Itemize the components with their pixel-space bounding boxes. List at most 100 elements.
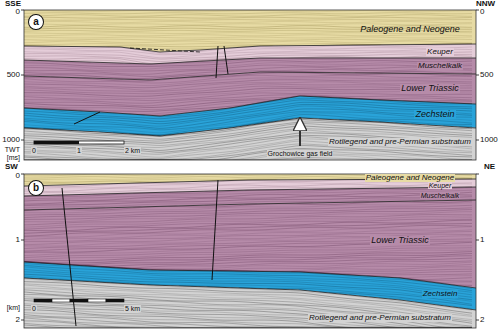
fault-line — [62, 188, 76, 326]
direction-label: SSE — [4, 0, 22, 8]
axis-tick-label: 500 — [6, 71, 21, 79]
direction-label: SW — [4, 163, 19, 171]
horizon-line — [24, 200, 476, 210]
fault-line — [74, 112, 100, 124]
fault-line — [21, 320, 24, 321]
seismic-reflector — [24, 15, 472, 17]
seismic-reflector — [24, 297, 472, 328]
seismic-reflector — [24, 282, 472, 314]
seismic-reflector — [24, 305, 472, 328]
axis-tick-label: 2 — [15, 316, 21, 324]
seismic-reflector — [24, 210, 472, 220]
panel-letter: a — [28, 14, 44, 30]
seismic-reflector — [24, 35, 472, 36]
seismic-reflector — [24, 130, 472, 148]
seismic-reflector — [24, 146, 472, 160]
horizon-line — [24, 118, 476, 136]
seismic-reflector — [24, 304, 472, 328]
panel-letter: b — [28, 180, 44, 196]
gas-field-arrow — [299, 124, 301, 146]
axis-tick-label: 2 — [479, 316, 485, 324]
fault-line — [21, 140, 24, 141]
seismic-reflector — [24, 73, 472, 82]
seismic-reflector — [24, 19, 472, 21]
layer-name: Lower Triassic — [370, 236, 429, 245]
seismic-reflector — [24, 10, 472, 11]
seismic-reflector — [24, 135, 472, 152]
fault-line — [476, 240, 479, 241]
panel-frame — [24, 174, 476, 328]
axis-unit: [km] — [6, 304, 21, 311]
scale-bar — [34, 141, 79, 144]
seismic-reflector — [24, 254, 472, 263]
seismic-reflector — [24, 13, 472, 14]
scale-label: 2 km — [124, 147, 141, 154]
fault-line — [130, 48, 200, 52]
fault-line — [21, 240, 24, 241]
horizon-line — [24, 58, 476, 64]
seismic-reflector — [24, 153, 472, 160]
seismic-reflector — [24, 84, 472, 92]
axis-tick-label: 500 — [479, 71, 494, 79]
layer-name: Paleogene and Neogene — [359, 25, 461, 34]
seismic-reflector — [24, 300, 472, 328]
layer-name: Rotliegend and pre-Permian substratum — [328, 138, 472, 146]
scale-label: 1 — [76, 147, 82, 154]
direction-label: NNW — [475, 0, 496, 8]
scale-bar — [88, 299, 106, 302]
axis-tick-label: 1 — [479, 236, 485, 244]
seismic-reflector — [24, 217, 472, 227]
scale-label: 0 — [31, 147, 37, 154]
fault-line — [216, 46, 218, 78]
seismic-reflector — [24, 17, 472, 19]
axis-tick-label: 0 — [479, 8, 485, 16]
seismic-reflector — [24, 315, 472, 328]
layer-name: Rotliegend and pre-Permian substratum — [308, 314, 452, 322]
seismic-reflector — [24, 47, 472, 55]
horizon-line — [24, 96, 476, 116]
axis-unit: [ms] — [6, 154, 21, 161]
axis-tick-label: 1000 — [1, 136, 21, 144]
axis-tick-label: 0 — [15, 8, 21, 16]
seismic-reflector — [24, 234, 472, 244]
axis-tick-label: 1000 — [479, 136, 499, 144]
seismic-reflector — [24, 144, 472, 160]
scale-label: 0 — [31, 305, 37, 312]
seismic-reflector — [24, 148, 472, 160]
scale-bar — [106, 299, 124, 302]
scale-bar — [70, 299, 88, 302]
seismic-reflector — [24, 292, 472, 323]
fault-line — [224, 46, 228, 74]
fault-line — [21, 174, 24, 175]
scale-label: 5 km — [124, 305, 141, 312]
fault-line — [476, 10, 479, 11]
layer-name: Keuper — [426, 48, 454, 56]
seismic-reflector — [24, 150, 472, 160]
seismic-reflector — [24, 294, 472, 326]
direction-label: NE — [483, 163, 496, 171]
seismic-reflector — [24, 21, 472, 22]
seismic-reflector — [24, 308, 472, 328]
layer-name: Muschelkalk — [417, 62, 463, 70]
gas-field-label: Grochowice gas field — [267, 150, 334, 157]
seismic-reflector — [24, 313, 472, 328]
seismic-reflector — [24, 208, 472, 218]
seismic-reflector — [24, 157, 472, 160]
seismic-reflector — [24, 39, 472, 41]
layer-name: Zechstein — [414, 110, 455, 119]
horizon-line — [24, 278, 476, 310]
axis-tick-label: 0 — [15, 172, 21, 180]
horizon-line — [24, 187, 476, 196]
layer-name: Muschelkalk — [420, 192, 461, 199]
seismic-reflector — [24, 325, 472, 328]
seismic-reflector — [24, 223, 472, 233]
scale-bar — [34, 141, 124, 144]
scale-bar — [34, 299, 52, 302]
panel-frame — [24, 10, 476, 160]
seismic-reflector — [24, 212, 472, 222]
fault-line — [476, 140, 479, 141]
seismic-reflector — [24, 37, 472, 39]
horizon-line — [24, 72, 476, 80]
layer-name: Lower Triassic — [400, 84, 459, 93]
